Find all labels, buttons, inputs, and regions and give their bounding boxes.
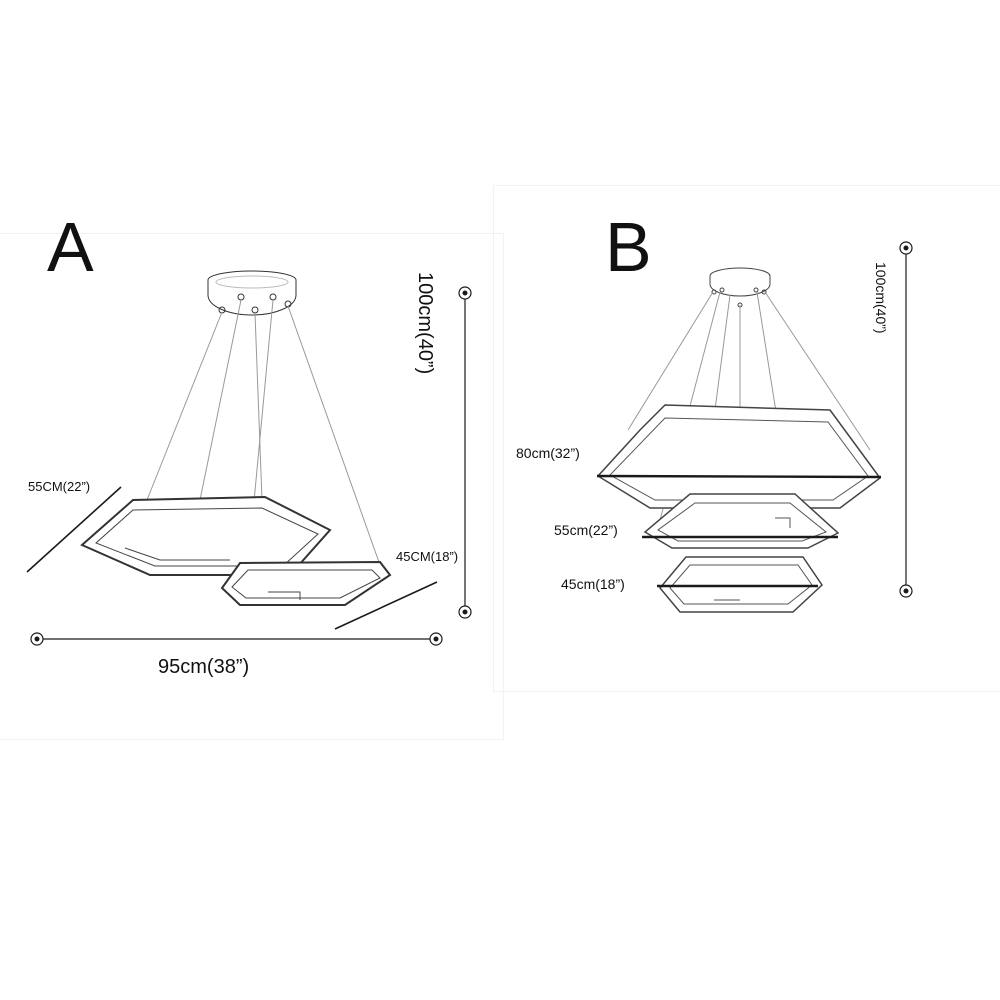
chandelier-a-drawing xyxy=(80,270,392,606)
panel-a-small-ring-dimension: 45CM(18”) xyxy=(396,549,459,564)
panel-b-dimension-lines xyxy=(596,241,913,598)
panel-a-dimension-lines xyxy=(26,286,472,646)
panel-b-middle-ring-dimension: 55cm(22”) xyxy=(554,522,618,538)
panel-b-label: B xyxy=(605,208,652,286)
panel-a-large-ring-dimension: 55CM(22”) xyxy=(28,479,91,494)
panel-a-label: A xyxy=(47,208,94,286)
chandelier-b-drawing xyxy=(596,267,882,613)
panel-b-top-ring-dimension: 80cm(32”) xyxy=(516,445,580,461)
panel-a-width-dimension: 95cm(38”) xyxy=(158,656,250,678)
panel-a-height-dimension: 100cm(40”) xyxy=(414,272,436,375)
panel-a xyxy=(0,233,504,740)
panel-b-height-dimension: 100cm(40”) xyxy=(873,262,889,334)
panel-b xyxy=(493,185,1000,692)
panel-b-bottom-ring-dimension: 45cm(18”) xyxy=(561,576,625,592)
